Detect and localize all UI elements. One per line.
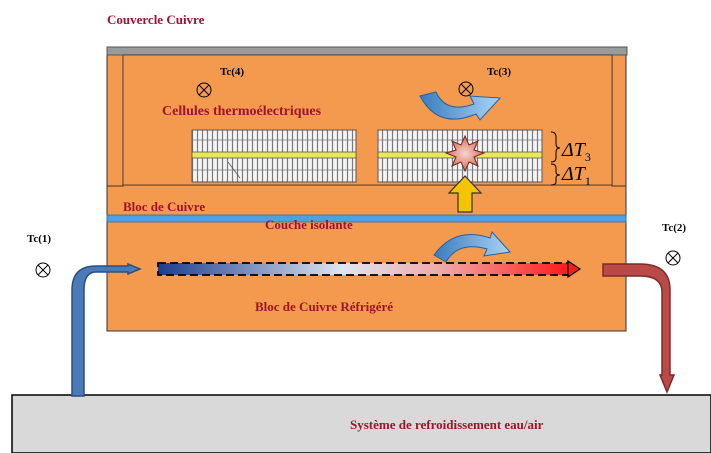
otimes-icon [665,250,681,266]
heat-star-icon [444,134,486,173]
upper-cavity-border [122,54,613,186]
thermocouple-label-4: Tc(4) [220,66,244,78]
insulating-layer-label: Couche isolante [265,217,353,232]
otimes-icon [35,262,51,278]
delta-t-braces [550,131,561,186]
copper-block [106,184,627,219]
right-wall [611,54,627,187]
delta-t1-label: ΔT1 [561,163,591,188]
thermocouple-label-1: Tc(1) [27,233,51,245]
otimes-icon [458,81,474,97]
delta-t3-subscript: 3 [585,150,591,164]
delta-t3-label: ΔT3 [561,139,591,164]
cold-pipe [71,262,142,397]
left-wall [106,54,124,187]
up-arrow-icon [447,175,483,213]
gradient-arrow-icon [157,259,582,279]
delta-t1-subscript: 1 [585,174,591,188]
delta-t3-symbol: ΔT [561,139,587,161]
lid-label: Couvercle Cuivre [107,12,205,27]
thermocouple-label-2: Tc(2) [662,222,686,234]
copper-block-label: Bloc de Cuivre [123,199,205,214]
curved-arrow-icon [419,91,502,121]
insulating-layer [106,214,627,223]
cells-label: Cellules thermoélectriques [162,104,322,119]
thermoelectric-cell-left [191,129,357,183]
cooling-system-label: Système de refroidissement eau/air [350,417,544,432]
thermocouple-label-3: Tc(3) [487,66,511,78]
otimes-icon [196,82,212,98]
delta-t1-symbol: ΔT [561,163,587,185]
cooled-block-label: Bloc de Cuivre Réfrigéré [255,299,393,314]
hot-pipe [602,263,676,394]
cooling-system-base [11,394,711,453]
copper-lid [106,46,628,56]
curved-arrow-icon [433,231,511,263]
